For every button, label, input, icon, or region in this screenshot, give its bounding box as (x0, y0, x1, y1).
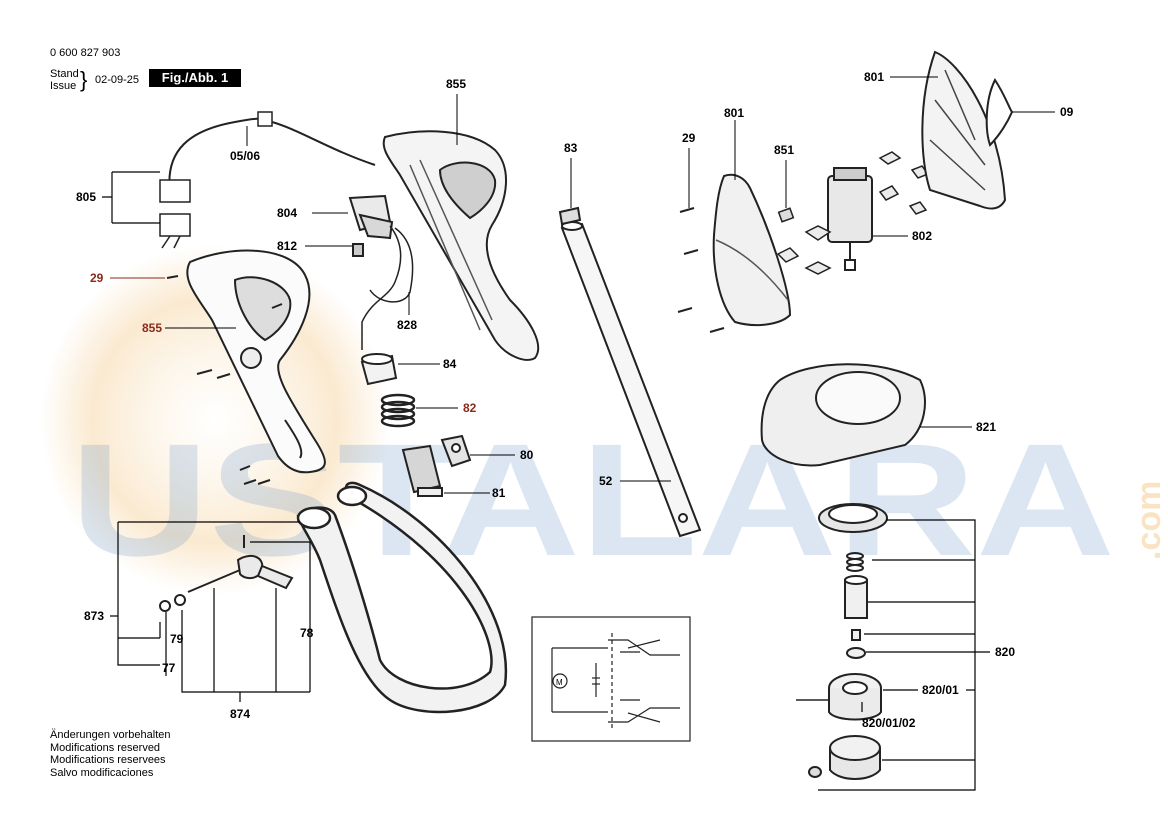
part-label-801-mid: 801 (724, 106, 744, 120)
figure-label: Fig./Abb. 1 (149, 69, 241, 87)
watermark-glow (40, 245, 390, 595)
bracket-820 (818, 519, 990, 791)
part-label-804: 804 (277, 206, 297, 220)
brush-851 (777, 207, 795, 223)
sleeve-84 (360, 353, 398, 386)
part-label-82001: 820/01 (922, 683, 959, 697)
watermark-suffix: .com (1130, 481, 1168, 560)
part-label-0506: 05/06 (230, 149, 260, 163)
fan-disc (818, 503, 888, 533)
part-label-80: 80 (520, 448, 534, 462)
modification-notes: Änderungen vorbehalten Modifications res… (50, 729, 170, 779)
motor-pads (776, 151, 930, 275)
right-housing-half (382, 130, 540, 361)
screw-29-left (166, 275, 179, 279)
note-en: Modifications reserved (50, 741, 161, 754)
motor-symbol: M (556, 678, 563, 687)
part-label-52: 52 (599, 474, 613, 488)
spool-shaft (844, 575, 868, 619)
tube-52 (560, 221, 702, 538)
loop-handle (296, 481, 508, 714)
part-label-820: 820 (995, 645, 1015, 659)
part-label-29-left: 29 (90, 271, 104, 285)
part-label-29-right: 29 (682, 131, 696, 145)
part-label-8200102: 820/01/02 (862, 716, 916, 730)
part-label-855-top: 855 (446, 77, 466, 91)
left-housing-half (186, 249, 326, 474)
issue-date: 02-09-25 (95, 74, 140, 86)
left-housing-screws (196, 303, 283, 485)
part-label-851: 851 (774, 143, 794, 157)
holder-81 (401, 444, 443, 497)
document-number: 0 600 827 903 (50, 47, 121, 59)
note-fr: Modifications reservees (50, 754, 166, 766)
part-label-828: 828 (397, 318, 417, 332)
part-label-83: 83 (564, 141, 578, 155)
part-label-855-left: 855 (142, 321, 162, 335)
spool-82001 (796, 673, 882, 721)
note-es: Salvo modificaciones (50, 766, 154, 779)
cap-09 (985, 78, 1014, 147)
stand-label: Stand (50, 68, 79, 80)
spool-nut (846, 629, 866, 659)
upper-housing (921, 50, 1007, 210)
watermark-text: USTALARA (70, 410, 1115, 589)
part-label-805: 805 (76, 190, 96, 204)
part-label-79: 79 (170, 632, 184, 646)
issue-label: Issue (50, 80, 77, 92)
part-label-874: 874 (230, 707, 250, 721)
part-label-77: 77 (162, 661, 176, 675)
bracket-873-874 (110, 521, 311, 702)
switch-assembly (348, 194, 394, 257)
hardware-set (159, 535, 294, 612)
part-label-821: 821 (976, 420, 996, 434)
part-label-873: 873 (84, 609, 104, 623)
motor-cover (712, 173, 792, 327)
motor-802 (827, 167, 873, 271)
part-label-802: 802 (912, 229, 932, 243)
label-805-leader (102, 171, 160, 224)
brace-glyph: } (80, 67, 88, 92)
wiring-schematic (531, 616, 691, 742)
part-label-84: 84 (443, 357, 457, 371)
cap-83 (558, 206, 582, 226)
power-cable (159, 111, 376, 249)
part-label-812: 812 (277, 239, 297, 253)
cover-screws (677, 207, 725, 333)
spool-cap (808, 735, 881, 780)
spring-82 (380, 393, 416, 428)
part-label-82: 82 (463, 401, 477, 415)
part-label-81: 81 (492, 486, 506, 500)
part-label-801-top: 801 (864, 70, 884, 84)
part-label-78: 78 (300, 626, 314, 640)
wire-set (361, 225, 414, 350)
clip-80 (440, 434, 472, 468)
spool-spring (846, 552, 864, 572)
note-de: Änderungen vorbehalten (50, 729, 171, 741)
guard-821 (760, 363, 926, 467)
part-label-09: 09 (1060, 105, 1074, 119)
